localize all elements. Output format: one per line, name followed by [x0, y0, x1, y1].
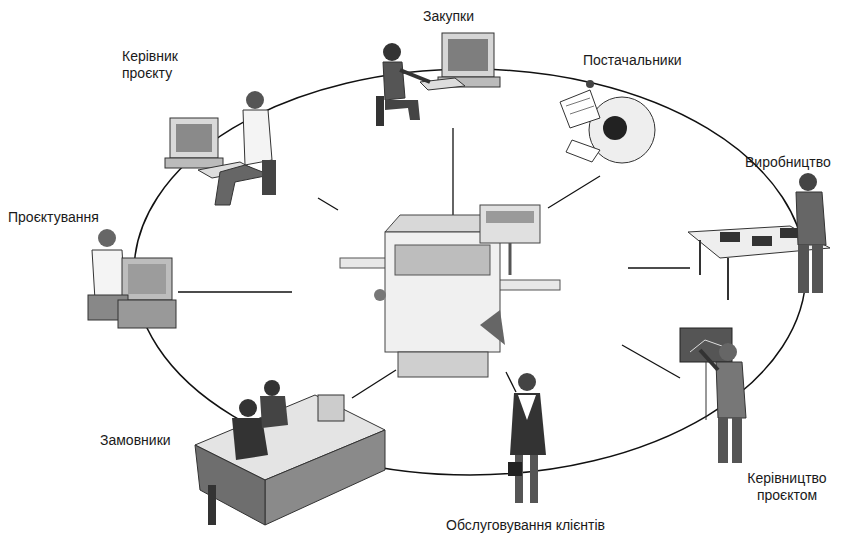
customers-figure	[195, 380, 385, 525]
supplier-figure	[560, 80, 655, 163]
planer-machine	[340, 205, 560, 377]
role-label: Обслуговування клієнтів	[446, 517, 646, 534]
production-figure	[688, 173, 830, 300]
role-label: Керівництво проєктом	[734, 470, 840, 504]
role-label: Закупки	[423, 8, 503, 25]
purchasing-figure	[376, 33, 500, 126]
role-label: Проєктування	[8, 209, 118, 226]
role-label: Виробництво	[745, 154, 845, 171]
designer-figure	[88, 229, 176, 328]
role-label: Замовники	[100, 432, 200, 449]
role-label: Керівник проєкту	[122, 48, 202, 82]
presenter-figure	[680, 328, 746, 463]
cycle-ellipse	[134, 69, 806, 475]
service-figure	[508, 373, 546, 503]
role-label: Постачальники	[583, 52, 713, 69]
project-manager-figure	[165, 91, 276, 205]
spoke-lines	[178, 128, 690, 398]
